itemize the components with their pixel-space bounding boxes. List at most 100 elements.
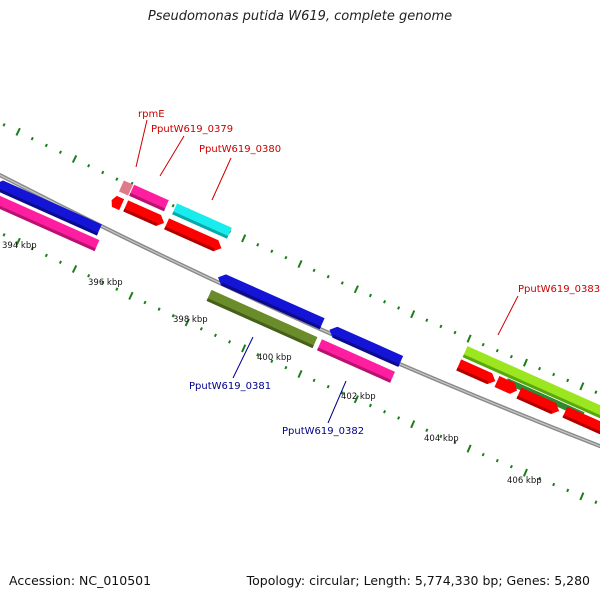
- minor-tick: [397, 416, 401, 420]
- minor-tick: [284, 255, 288, 260]
- major-tick: [522, 358, 528, 367]
- pointer-PputW619_0381: [232, 336, 254, 379]
- minor-tick: [425, 428, 429, 433]
- map-title: Pseudomonas putida W619, complete genome: [147, 9, 453, 24]
- minor-tick: [227, 340, 232, 344]
- cds-rpmE[interactable]: [109, 195, 125, 211]
- gene-feature-magenta-left[interactable]: [0, 192, 100, 252]
- minor-tick: [213, 333, 218, 338]
- tick-label-400: 400 kbp: [257, 353, 292, 363]
- major-tick: [71, 154, 78, 164]
- tick-label-398: 398 kbp: [173, 315, 208, 325]
- gene-feature-blue-mid[interactable]: [216, 272, 325, 330]
- gene-feature-PputW619_0379[interactable]: [129, 184, 169, 212]
- minor-tick: [439, 324, 443, 329]
- gene-feature-rpmE[interactable]: [118, 180, 134, 196]
- gene-feature-PputW619_0383[interactable]: [462, 346, 600, 424]
- gene-feature-PputW619_0382[interactable]: [317, 339, 395, 383]
- minor-tick: [143, 300, 147, 305]
- major-tick: [184, 318, 190, 327]
- minor-tick: [538, 476, 542, 481]
- gene-label-PputW619_0379: PputW619_0379: [151, 124, 233, 135]
- minor-tick: [368, 403, 373, 408]
- minor-tick: [566, 488, 570, 493]
- minor-tick: [30, 136, 34, 141]
- cds-red-4[interactable]: [562, 406, 600, 436]
- minor-tick: [44, 143, 48, 148]
- minor-tick: [2, 123, 6, 127]
- pointer-PputW619_0380: [211, 157, 232, 201]
- major-tick: [579, 492, 585, 501]
- major-tick: [522, 468, 528, 477]
- minor-tick: [495, 348, 499, 353]
- minor-tick: [481, 342, 485, 347]
- minor-tick: [171, 203, 175, 208]
- gene-feature-blue-right[interactable]: [327, 324, 404, 367]
- minor-tick: [30, 246, 34, 251]
- cds-PputW619_0380[interactable]: [164, 218, 224, 253]
- minor-tick: [566, 378, 570, 383]
- gene-label-PputW619_0382: PputW619_0382: [282, 426, 364, 437]
- minor-tick: [552, 372, 556, 377]
- minor-tick: [340, 391, 344, 395]
- major-tick: [15, 237, 21, 246]
- major-tick: [241, 344, 247, 353]
- minor-tick: [326, 384, 330, 389]
- genome-summary: Topology: circular; Length: 5,774,330 bp…: [246, 573, 590, 588]
- minor-tick: [340, 281, 344, 285]
- minor-tick: [312, 268, 316, 273]
- tick-label-394: 394 kbp: [2, 241, 37, 251]
- major-tick: [410, 310, 416, 319]
- minor-tick: [552, 482, 556, 487]
- major-tick: [71, 264, 78, 274]
- major-tick: [466, 444, 472, 453]
- minor-tick: [58, 150, 63, 155]
- minor-tick: [312, 378, 316, 383]
- minor-tick: [382, 409, 387, 414]
- minor-tick: [382, 299, 387, 304]
- major-tick: [297, 369, 303, 379]
- minor-tick: [326, 274, 330, 279]
- cds-red-3[interactable]: [516, 387, 561, 417]
- minor-tick: [594, 500, 598, 504]
- gene-feature-green-dark[interactable]: [505, 378, 585, 418]
- minor-tick: [284, 365, 288, 370]
- accession-label: Accession: NC_010501: [9, 573, 152, 588]
- tick-label-402: 402 kbp: [341, 392, 376, 402]
- minor-tick: [115, 177, 119, 181]
- minor-tick: [171, 313, 175, 318]
- minor-tick: [58, 260, 63, 265]
- minor-tick: [87, 163, 91, 168]
- minor-tick: [397, 306, 401, 310]
- cds-PputW619_0379[interactable]: [123, 200, 166, 228]
- minor-tick: [439, 434, 443, 439]
- major-tick: [353, 285, 359, 294]
- minor-tick: [453, 440, 457, 445]
- major-tick: [15, 127, 21, 136]
- minor-tick: [270, 359, 274, 364]
- pointer-rpmE: [135, 119, 148, 168]
- minor-tick: [157, 307, 161, 311]
- tick-label-404: 404 kbp: [424, 434, 459, 444]
- minor-tick: [87, 273, 91, 278]
- cds-red-1[interactable]: [456, 359, 497, 386]
- minor-tick: [115, 287, 119, 291]
- minor-tick: [538, 366, 542, 371]
- minor-tick: [495, 458, 499, 463]
- cds-red-2[interactable]: [494, 376, 520, 396]
- minor-tick: [44, 253, 48, 258]
- tick-label-406: 406 kbp: [507, 476, 542, 486]
- major-tick: [241, 234, 247, 243]
- gene-feature-PputW619_0381[interactable]: [206, 289, 318, 349]
- major-tick: [128, 291, 134, 300]
- gene-feature-PputW619_0380[interactable]: [172, 203, 232, 239]
- minor-tick: [453, 330, 457, 335]
- gene-feature-blue-left[interactable]: [0, 178, 102, 236]
- minor-tick: [481, 452, 485, 457]
- minor-tick: [101, 170, 105, 175]
- minor-tick: [425, 318, 429, 323]
- minor-tick: [368, 293, 373, 298]
- gene-label-PputW619_0380: PputW619_0380: [199, 144, 281, 155]
- major-tick: [579, 382, 585, 391]
